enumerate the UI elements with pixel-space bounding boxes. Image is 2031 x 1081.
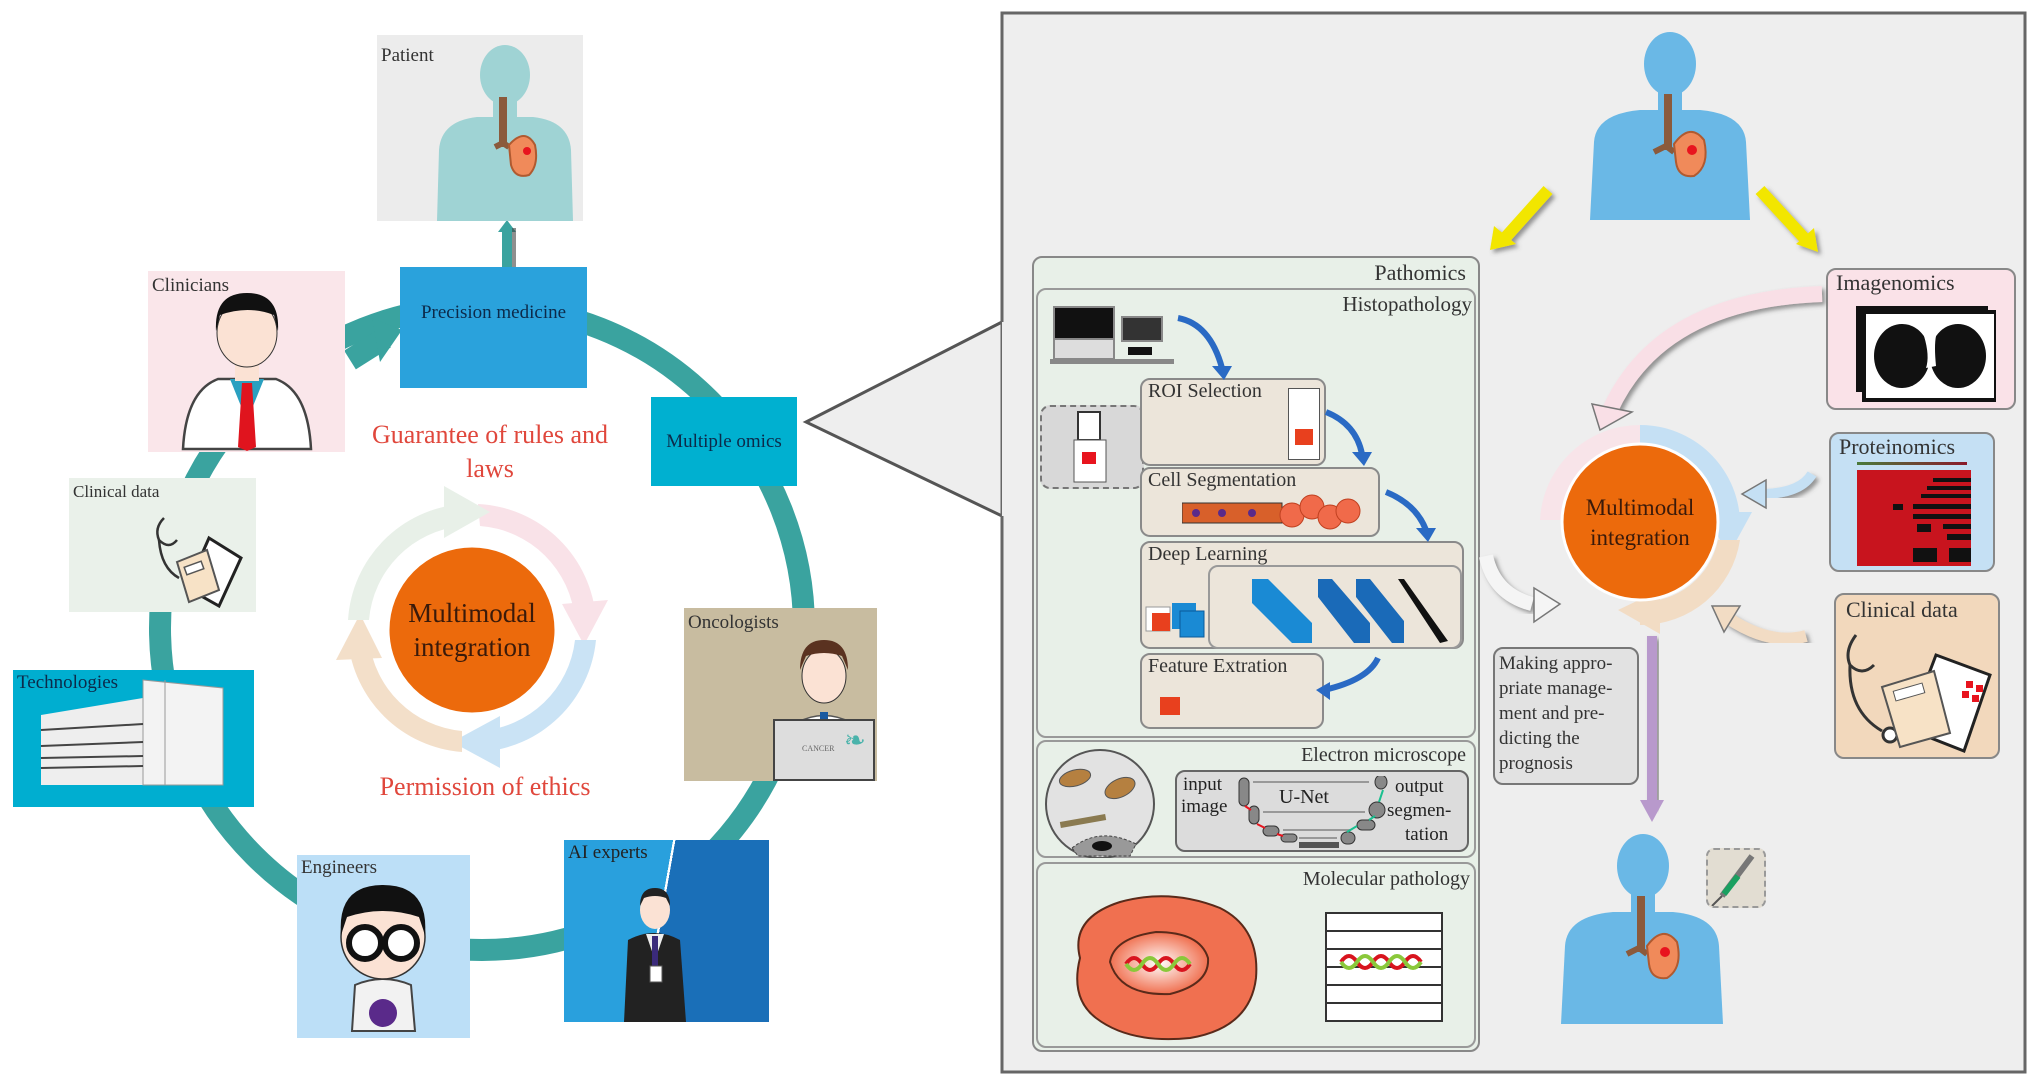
engineer-icon — [340, 885, 426, 1032]
arrow-head-precision — [372, 318, 402, 362]
unet-box: input image U-Net output segmen- tation — [1175, 770, 1469, 852]
em-cell-icon — [1045, 749, 1155, 858]
engineers-tile: Engineers — [297, 855, 470, 1038]
cell-dna-icon — [1076, 895, 1258, 1041]
oncologist-sign-text: CANCER — [802, 744, 835, 753]
precision-medicine-box[interactable]: Precision medicine — [400, 267, 587, 388]
step-deep-learning-label: Deep Learning — [1148, 543, 1268, 565]
clinical-data-title: Clinical data — [1846, 597, 1958, 622]
arrow-head-patient — [498, 220, 516, 232]
ai-experts-label: AI experts — [568, 842, 648, 863]
heatmap-icon — [1857, 470, 1971, 566]
roi-slide-icon — [1288, 388, 1320, 460]
left-center-label: Multimodal integration — [388, 580, 556, 680]
step-deep-learning: Deep Learning — [1140, 541, 1464, 649]
clinical-data-icon — [156, 517, 243, 609]
step-cell-seg-label: Cell Segmentation — [1148, 469, 1297, 491]
note-line: dicting the — [1499, 728, 1580, 749]
step-feature-extraction: Feature Extration — [1140, 653, 1324, 729]
unet-input-line2: image — [1181, 796, 1228, 817]
rules-text: Guarantee of rules and laws — [340, 418, 640, 486]
proteinomics-underline — [1857, 462, 1967, 465]
technologies-label: Technologies — [17, 672, 119, 693]
note-line: ment and pre- — [1499, 703, 1605, 724]
patient-body-icon — [437, 45, 573, 221]
syringe-callout — [1706, 848, 1766, 908]
note-line: priate manage- — [1499, 678, 1613, 699]
clinical-records-icon — [1846, 634, 1992, 753]
histopathology-title: Histopathology — [1342, 292, 1473, 316]
feature-patch-icon — [1160, 697, 1180, 715]
oncologists-tile: Oncologists CANCER ❧ — [684, 608, 877, 781]
pathomics-title: Pathomics — [1374, 260, 1466, 285]
unet-output-line3: tation — [1405, 824, 1449, 845]
building-icon — [40, 679, 224, 786]
ethics-text: Permission of ethics — [340, 772, 630, 802]
multiple-omics-box[interactable]: Multiple omics — [651, 397, 797, 486]
imagenomics-title: Imagenomics — [1836, 270, 1955, 295]
cell-tissue-icon — [1182, 494, 1361, 530]
dna-sequencing-icon — [1325, 912, 1443, 1022]
patient-bottom-icon — [1561, 834, 1723, 1024]
ethics-label: Permission of ethics — [379, 772, 591, 801]
patient-top-icon — [1590, 32, 1750, 220]
syringe-icon — [1711, 854, 1755, 906]
arrow-to-patient — [502, 228, 512, 268]
clinicians-tile: Clinicians — [148, 271, 345, 452]
step-feature-label: Feature Extration — [1148, 655, 1288, 677]
rules-line1: Guarantee of rules and — [371, 420, 609, 449]
imagenomics-box: Imagenomics — [1826, 268, 2016, 410]
cnn-inner-box — [1208, 565, 1462, 649]
ct-scan-icon — [1856, 306, 1996, 402]
step-roi-label: ROI Selection — [1148, 380, 1262, 402]
clinical-data-tile: Clinical data — [69, 478, 256, 612]
electron-microscope-title: Electron microscope — [1301, 744, 1466, 766]
clinical-data-box: Clinical data — [1834, 593, 2000, 759]
molecular-pathology-title: Molecular pathology — [1302, 868, 1470, 890]
unet-label: U-Net — [1279, 786, 1329, 808]
left-center-line2: integration — [413, 632, 531, 662]
right-center-line2: integration — [1590, 525, 1690, 550]
step-roi-selection: ROI Selection — [1140, 378, 1326, 466]
unet-input-line1: input — [1183, 774, 1223, 795]
molecular-pathology-panel: Molecular pathology — [1036, 862, 1476, 1048]
proteinomics-title: Proteinomics — [1839, 434, 1956, 459]
ai-experts-tile: AI experts — [564, 840, 769, 1022]
unet-output-line2: segmen- — [1387, 800, 1452, 821]
patient-label: Patient — [381, 45, 434, 66]
patient-tile: Patient — [377, 35, 583, 221]
clinician-icon — [181, 293, 313, 451]
unet-output-line1: output — [1395, 776, 1444, 797]
cnn-layers-icon — [1145, 579, 1448, 643]
slide-icon — [1073, 411, 1107, 483]
ribbon-icon: ❧ — [844, 726, 866, 755]
electron-microscope-panel: Electron microscope — [1036, 740, 1476, 858]
histopathology-panel: Histopathology — [1036, 288, 1476, 738]
scanner-computer-icon — [1050, 306, 1174, 364]
oncologist-icon — [773, 640, 875, 781]
multiple-omics-label: Multiple omics — [666, 430, 782, 452]
left-center-line1: Multimodal — [408, 598, 536, 628]
technologies-tile: Technologies — [13, 670, 254, 807]
engineers-label: Engineers — [301, 857, 377, 878]
note-line: Making appro- — [1499, 653, 1613, 674]
ai-expert-icon — [624, 888, 686, 1022]
management-note: Making appro- priate manage- ment and pr… — [1493, 647, 1639, 785]
rules-line2: laws — [466, 454, 514, 483]
unet-architecture-icon — [1238, 776, 1388, 848]
precision-medicine-label: Precision medicine — [420, 302, 567, 323]
note-line: prognosis — [1499, 753, 1573, 774]
callout-wedge — [802, 319, 1004, 519]
clinical-data-label: Clinical data — [73, 482, 160, 501]
step-cell-segmentation: Cell Segmentation — [1140, 467, 1380, 537]
right-center-label: Multimodal integration — [1565, 480, 1715, 566]
oncologists-label: Oncologists — [688, 612, 779, 633]
right-center-line1: Multimodal — [1585, 495, 1695, 520]
proteinomics-box: Proteinomics — [1829, 432, 1995, 572]
clinicians-label: Clinicians — [152, 275, 230, 296]
